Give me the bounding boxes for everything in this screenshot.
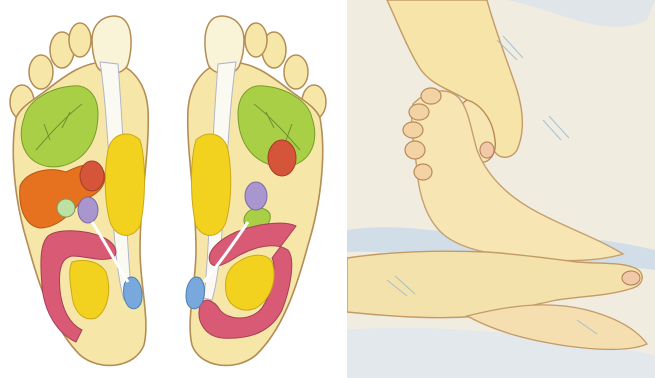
massage-sketch-svg (347, 0, 655, 378)
sketch-toe-5 (414, 164, 432, 180)
right-sole (186, 16, 326, 365)
sketch-toe-4 (405, 141, 425, 159)
right-sole-purple-zone (245, 182, 267, 210)
sketch-thumbnail (480, 142, 494, 158)
left-sole-red-oval (80, 161, 104, 191)
left-sole-toe-small-4 (69, 23, 91, 57)
right-sole-red-oval (268, 140, 296, 176)
right-sole-toe-small-2 (284, 55, 308, 89)
sketch-toe-1 (421, 88, 441, 104)
sketch-toe-3 (403, 122, 423, 138)
right-sole-blue-zone (186, 277, 205, 309)
right-sole-yellow-zone (192, 134, 231, 235)
right-sole-toe-small-4 (245, 23, 267, 57)
left-sole-toe-small-2 (29, 55, 53, 89)
foot-massage-sketch (347, 0, 655, 378)
sketch-lower-thumbnail (622, 271, 640, 285)
foot-chart-svg (0, 0, 340, 378)
reflexology-foot-chart (0, 0, 340, 378)
left-sole-purple-zone (78, 197, 98, 223)
left-sole-yellow-zone (105, 134, 144, 235)
sketch-toe-2 (409, 104, 429, 120)
left-sole (10, 16, 148, 365)
left-sole-green-circle (57, 199, 75, 217)
